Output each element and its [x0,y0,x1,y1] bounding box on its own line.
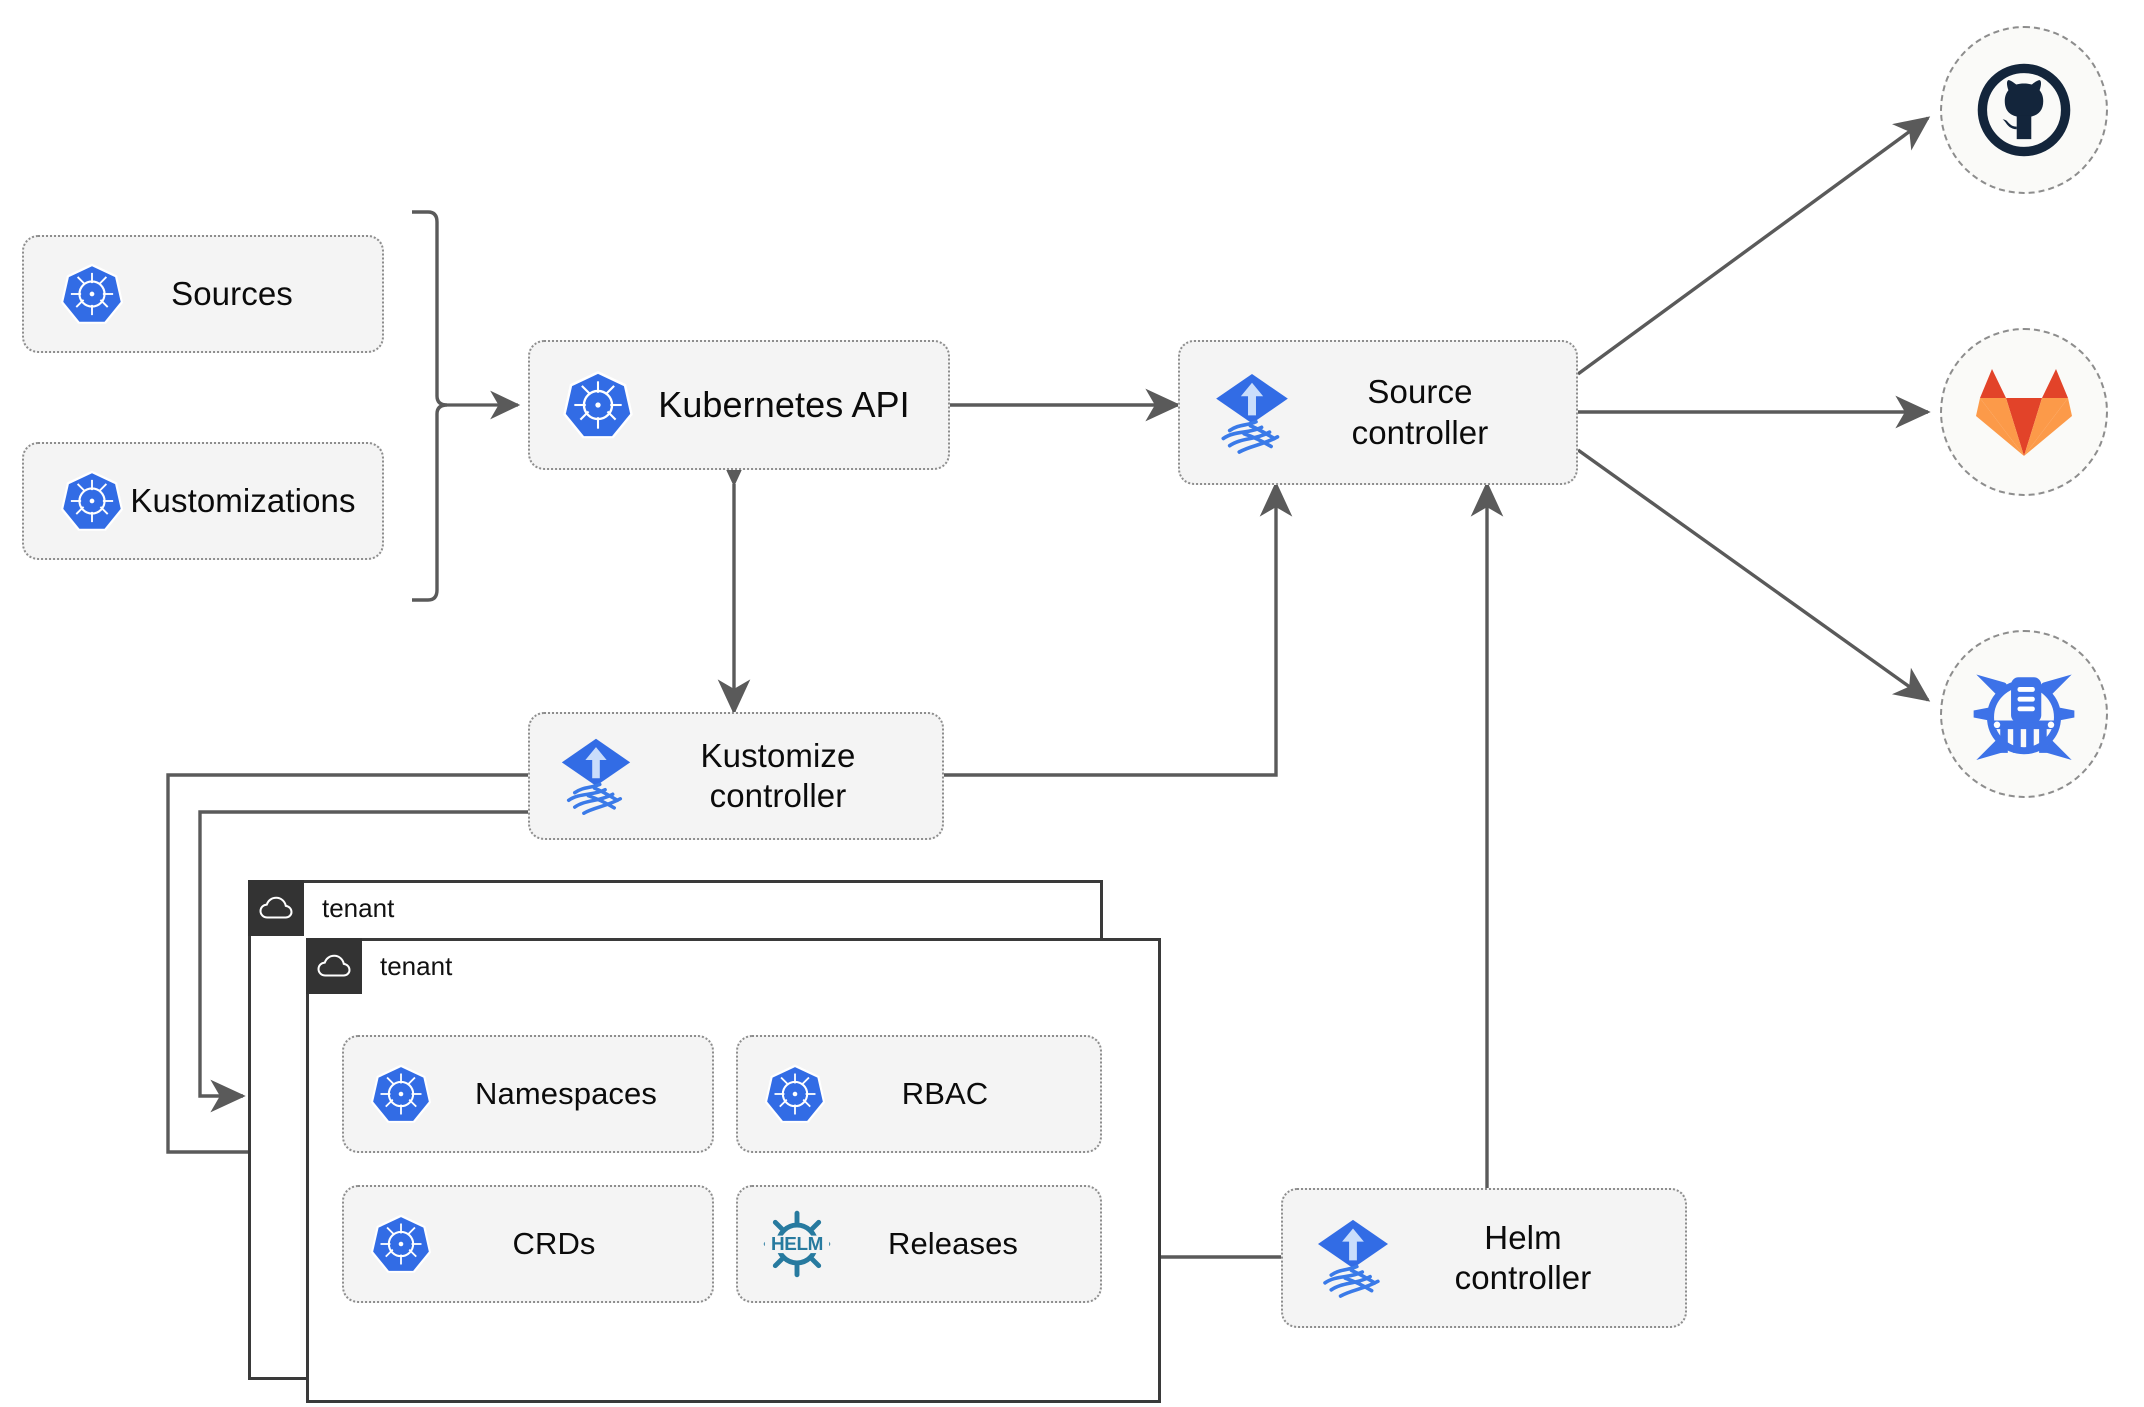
helm-icon: HELM [760,1209,834,1279]
resource-label-sources: Sources [171,274,293,312]
provider-gitlab[interactable] [1940,328,2108,496]
node-label-kustomize-controller: Kustomize controller [700,736,856,814]
tenant-resource-crds[interactable]: CRDs [342,1185,714,1303]
flux-icon [1210,370,1294,456]
kubernetes-icon [56,261,128,327]
tenant-resource-namespaces[interactable]: Namespaces [342,1035,714,1153]
svg-text:HELM: HELM [771,1234,823,1255]
cloud-icon [306,938,362,994]
bucket-icon [1973,674,2075,760]
node-kubernetes-api[interactable]: Kubernetes API [528,340,950,470]
tenant-resource-label-rbac: RBAC [901,1076,989,1112]
github-icon [1977,63,2071,157]
flux-icon [556,735,636,817]
group-bracket [412,210,448,602]
edge-source-to-github [1576,116,1931,376]
provider-github[interactable] [1940,26,2108,194]
tenant-label-back: tenant [322,893,395,923]
edge-source-to-bucket [1577,448,1931,702]
kubernetes-icon [558,368,638,442]
tenant-resource-releases[interactable]: HELM Releases [736,1185,1102,1303]
tenant-resource-rbac[interactable]: RBAC [736,1035,1102,1153]
resource-box-sources[interactable]: Sources [22,235,384,353]
node-label-source-controller: Source controller [1351,373,1489,451]
tenant-window-front[interactable]: tenant [306,938,1161,1403]
provider-bucket[interactable] [1940,630,2108,798]
kubernetes-icon [366,1062,436,1126]
node-helm-controller[interactable]: Helm controller [1281,1188,1687,1328]
cloud-icon [248,880,304,936]
tenant-tab-back: tenant [248,880,394,936]
kubernetes-icon [56,468,128,534]
tenant-tab-front: tenant [306,938,452,994]
node-source-controller[interactable]: Source controller [1178,340,1578,485]
tenant-label-front: tenant [380,951,453,981]
kubernetes-icon [366,1212,436,1276]
node-label-helm-controller: Helm controller [1454,1218,1592,1296]
resource-label-kustomizations: Kustomizations [130,481,356,519]
tenant-resource-label-releases: Releases [887,1226,1019,1262]
tenant-resource-label-namespaces: Namespaces [475,1076,657,1112]
flux-icon [1311,1216,1395,1300]
node-kustomize-controller[interactable]: Kustomize controller [528,712,944,840]
kubernetes-icon [760,1062,830,1126]
resource-box-kustomizations[interactable]: Kustomizations [22,442,384,560]
tenant-resource-label-crds: CRDs [512,1226,596,1262]
node-label-kubernetes-api: Kubernetes API [658,384,910,426]
gitlab-icon [1976,369,2072,456]
edge-kustomize-to-source [944,481,1293,777]
